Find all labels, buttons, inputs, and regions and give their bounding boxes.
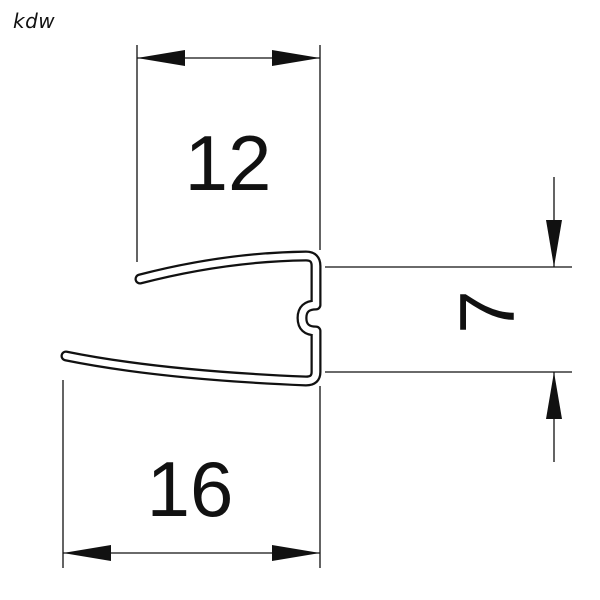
- top-width-dimension: 12: [136, 45, 321, 262]
- bottom-width-dimension: 16: [62, 380, 321, 568]
- bottom-width-label: 16: [147, 445, 234, 533]
- profile-hollow: [62, 252, 320, 385]
- height-top-arrowhead: [546, 220, 562, 267]
- bottom-left-arrowhead: [63, 545, 111, 561]
- brand-logo: kdw: [13, 9, 56, 33]
- height-label: 7: [443, 290, 531, 333]
- u-profile-seal: [60, 250, 322, 387]
- height-bottom-arrowhead: [546, 372, 562, 419]
- bottom-right-arrowhead: [272, 545, 320, 561]
- top-width-label: 12: [185, 119, 272, 207]
- top-left-arrowhead: [137, 50, 185, 66]
- height-dimension: 7: [325, 177, 572, 462]
- top-right-arrowhead: [272, 50, 320, 66]
